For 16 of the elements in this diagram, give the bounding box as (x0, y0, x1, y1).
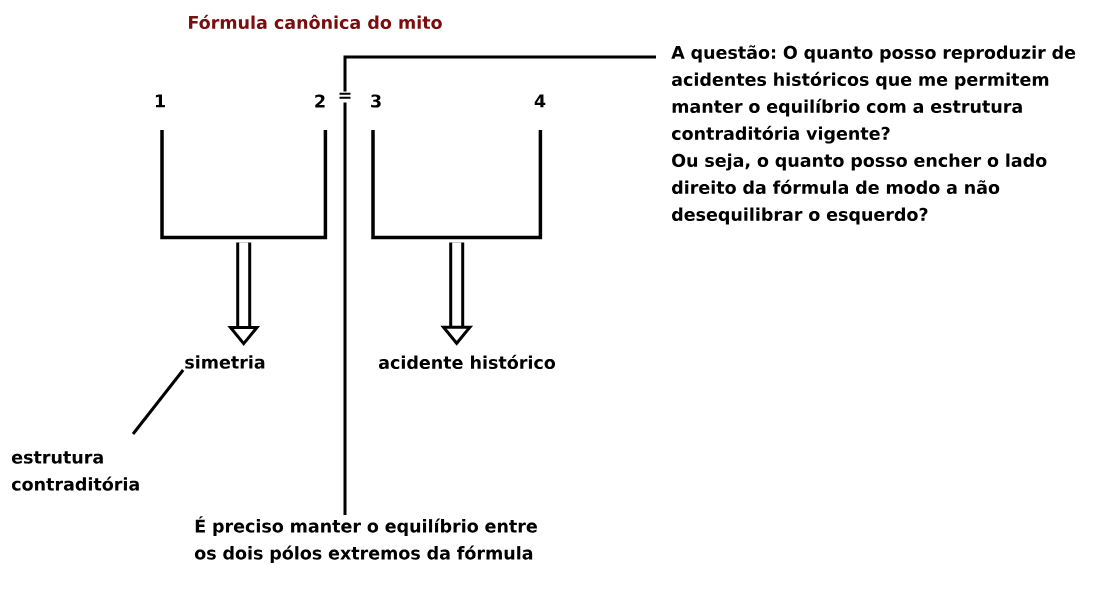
node-text: acidente histórico (378, 354, 556, 370)
leader-line (131, 369, 185, 435)
question-text: A questão: O quanto posso reproduzir de acidentes históricos que me permitem manter o equilíbrio com a estrutura contraditória vigente? Ou seja, o quanto posso encher o lado direito da fórmula de modo a não desequilibrar o esquerdo? (671, 45, 1076, 225)
equals-sign: = (339, 92, 351, 99)
number-label: 4 (534, 94, 546, 108)
node-text: estrutura contraditória (11, 451, 139, 491)
number-label: 1 (155, 94, 165, 108)
title: Fórmula canônica do mito (189, 14, 442, 30)
node-text: simetria (185, 355, 265, 369)
bracket-shape (371, 130, 543, 240)
bracket-shape (160, 130, 328, 240)
connector-line (343, 102, 347, 515)
number-label: 2 (315, 94, 325, 108)
connector-line (343, 55, 656, 92)
note-text: É preciso manter o equilíbrio entre os dois pólos extremos da fórmula (194, 516, 537, 564)
number-label: 3 (371, 94, 381, 108)
